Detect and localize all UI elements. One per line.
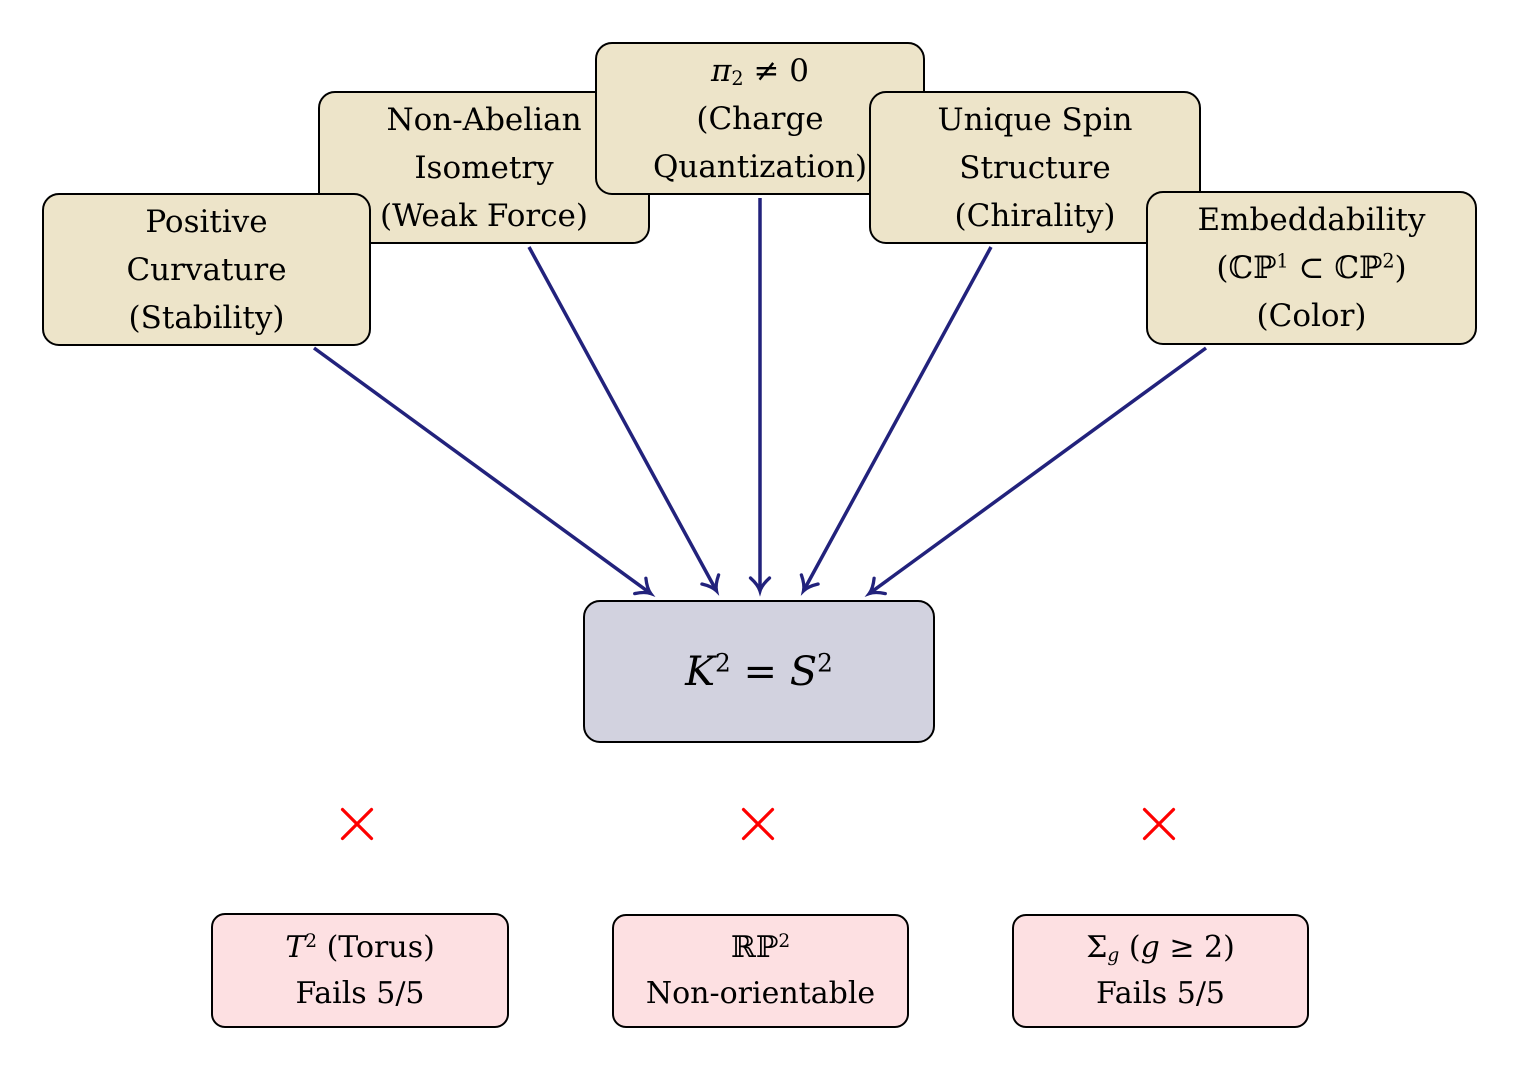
- criterion-line: Positive: [145, 203, 268, 240]
- criterion-line: π2 ≠ 0: [711, 52, 809, 90]
- arrow-unique-spin-structure: [799, 246, 993, 596]
- cross-icon: [1142, 807, 1176, 841]
- criterion-line: (Weak Force): [380, 197, 588, 234]
- criterion-line: Curvature: [126, 251, 287, 288]
- failure-title: ℝℙ2: [730, 930, 791, 965]
- criterion-line: (Chirality): [954, 197, 1116, 234]
- arrow-non-abelian-isometry: [527, 246, 721, 596]
- criterion-line: (ℂℙ1 ⊂ ℂℙ2): [1216, 249, 1407, 286]
- criterion-line: Isometry: [414, 149, 554, 186]
- criterion-line: Quantization): [652, 148, 868, 185]
- criterion-box-non-abelian-isometry: Non-Abelian Isometry (Weak Force): [318, 91, 650, 244]
- failure-box-rp2: ℝℙ2 Non-orientable: [612, 914, 909, 1028]
- failure-subtitle: Fails 5/5: [295, 975, 425, 1011]
- failure-title: T2 (Torus): [285, 929, 435, 965]
- failure-subtitle: Non-orientable: [645, 976, 876, 1011]
- criterion-box-unique-spin-structure: Unique Spin Structure (Chirality): [869, 91, 1201, 244]
- cross-icon: [741, 807, 775, 841]
- criterion-line: Embeddability: [1197, 202, 1426, 238]
- cross-icon: [340, 807, 374, 841]
- failure-title: Σg (g ≥ 2): [1086, 930, 1235, 967]
- center-box-k2-equals-s2: K2 = S2: [583, 600, 935, 743]
- criterion-line: (Color): [1256, 298, 1367, 334]
- arrow-embeddability: [864, 346, 1208, 597]
- criterion-box-embeddability: Embeddability (ℂℙ1 ⊂ ℂℙ2) (Color): [1146, 191, 1477, 345]
- criterion-line: Unique Spin: [937, 101, 1133, 138]
- failure-box-sigma-g: Σg (g ≥ 2) Fails 5/5: [1012, 914, 1309, 1028]
- arrow-positive-curvature: [312, 346, 656, 597]
- criterion-line: (Stability): [128, 299, 285, 336]
- center-label: K2 = S2: [685, 647, 833, 695]
- criterion-line: Structure: [959, 149, 1111, 186]
- failure-subtitle: Fails 5/5: [1095, 976, 1226, 1011]
- criterion-line: Non-Abelian: [386, 101, 582, 138]
- criterion-box-positive-curvature: Positive Curvature (Stability): [42, 193, 371, 346]
- failure-box-torus: T2 (Torus) Fails 5/5: [211, 913, 509, 1028]
- criterion-line: (Charge: [696, 100, 824, 137]
